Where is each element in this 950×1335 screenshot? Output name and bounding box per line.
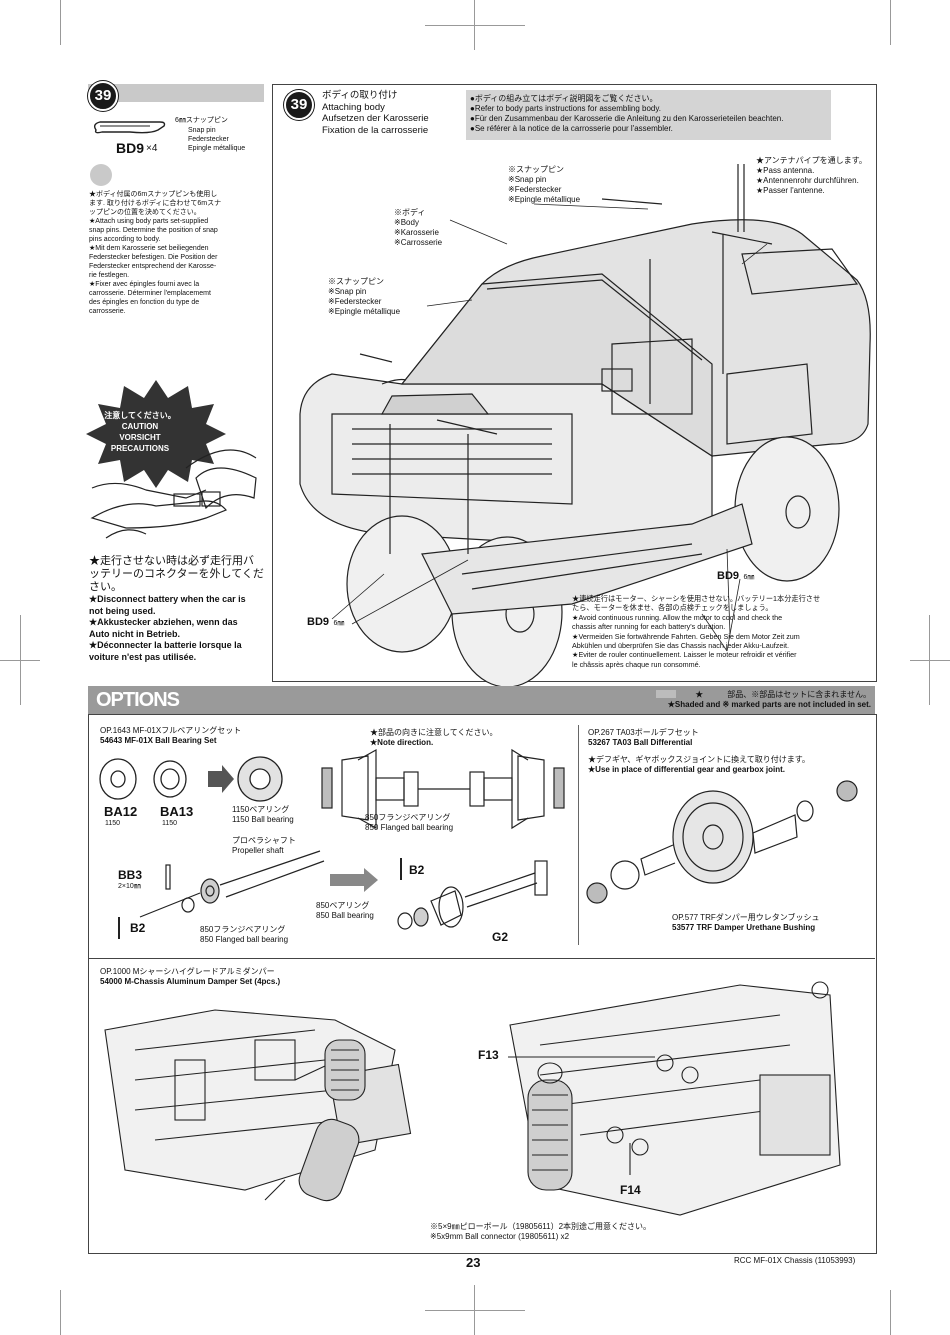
op1000-title: OP.1000 Mシャーシハイグレードアルミダンパー 54000 M-Chass… xyxy=(100,967,281,986)
step-title: ボディの取り付け Attaching body Aufsetzen der Ka… xyxy=(322,90,429,136)
snap-pin-icon xyxy=(93,121,166,134)
reference-box xyxy=(466,90,831,140)
ba12-sub: 1150 xyxy=(105,820,121,827)
options-header-bar xyxy=(88,686,875,714)
step-header-bar xyxy=(88,84,264,102)
differential-bearing-illustration xyxy=(321,748,565,830)
op267-note: ★デフギヤ、ギヤボックスジョイントに換えて取り付けます。 ★Use in pla… xyxy=(588,755,810,774)
shade-swatch xyxy=(656,690,676,698)
b2-right-label: B2 xyxy=(409,863,425,877)
options-title: OPTIONS xyxy=(96,689,180,711)
f14-label: F14 xyxy=(620,1183,641,1197)
snap-pin-left-label: ※スナップピン ※Snap pin ※Federstecker ※Epingle… xyxy=(328,277,401,316)
op267-title: OP.267 TA03ボールデフセット 53267 TA03 Ball Diff… xyxy=(588,728,699,747)
assembly-arrow xyxy=(330,868,378,892)
antenna-note: ★アンテナパイプを通します。 ★Pass antenna. ★Antennenr… xyxy=(756,156,867,195)
bearing1150-label: 1150ベアリング 1150 Ball bearing xyxy=(232,805,294,824)
body-label: ※ボディ ※Body ※Karosserie ※Carrosserie xyxy=(394,208,443,247)
battery-disconnect-note: ★走行させない時は必ず走行用バ ッテリーのコネクターを外してくだ さい。 ★Di… xyxy=(89,555,264,662)
options-frame xyxy=(88,714,877,1254)
snap-pin-label-jp: 6㎜スナップピン xyxy=(175,117,228,124)
op577-label: OP.577 TRFダンパー用ウレタンブッシュ 53577 TRF Damper… xyxy=(672,913,820,932)
propeller-shaft-illustration xyxy=(139,850,325,918)
options-divider-h xyxy=(88,958,875,959)
options-divider-v xyxy=(578,725,579,945)
step-number-badge-main: 39 xyxy=(284,90,314,120)
vehicle-body-illustration xyxy=(299,164,871,688)
reference-note: ●ボディの組み立てはボディ説明図をご覧ください。 ●Refer to body … xyxy=(470,94,784,133)
ba12-label: BA12 xyxy=(104,804,138,819)
page-number: 23 xyxy=(466,1255,481,1270)
f13-label: F13 xyxy=(478,1048,499,1062)
step-number-badge: 39 xyxy=(88,81,118,111)
bb3-size: 2×10㎜ xyxy=(118,883,141,890)
ba13-sub: 1150 xyxy=(162,820,178,827)
continuous-running-note: ★連続走行はモーター、シャーシを使用させない。バッテリー1本分走行させ たら、モ… xyxy=(572,594,821,669)
flanged850b-label: 850フランジベアリング 850 Flanged ball bearing xyxy=(200,925,289,944)
bd9-left-label: BD9 6㎜ xyxy=(307,616,345,628)
part-quantity: ×4 xyxy=(146,143,158,154)
direction-note: ★部品の向きに注意してください。 ★Note direction. xyxy=(370,728,498,747)
body-snap-pin-note: ★ボディ付属の6mスナップピンも使用し ます. 取り付けるボディに合わせて6mス… xyxy=(89,191,222,315)
damper-rear-illustration xyxy=(104,1009,412,1202)
op1643-title: OP.1643 MF-01Xフルベアリングセット 54643 MF-01X Ba… xyxy=(100,726,242,745)
gear-assembly-illustration xyxy=(397,860,548,930)
snap-pin-labels: Snap pin Federstecker Epingle métallique xyxy=(188,127,246,152)
caution-label: 注意してください。 CAUTION VORSICHT PRECAUTIONS xyxy=(104,411,176,453)
g2-label: G2 xyxy=(492,930,509,944)
bearing850-label: 850ベアリング 850 Ball bearing xyxy=(316,901,374,920)
ball-connector-note: ※5×9㎜ピローボール（19805611）2本別途ご用意ください。 ※5x9mm… xyxy=(430,1222,652,1241)
b2-left-box xyxy=(118,917,120,939)
bb3-label: BB3 xyxy=(118,868,143,882)
info-circle xyxy=(90,164,112,186)
propeller-shaft-label: プロペラシャフト Propeller shaft xyxy=(232,836,296,855)
b2-right-box xyxy=(400,858,402,880)
step39-frame xyxy=(272,84,877,682)
part-code-bd9: BD9 xyxy=(116,140,145,156)
flanged850-label: 850フランジベアリング 850 Flanged ball bearing xyxy=(365,813,454,832)
battery-disconnect-illustration xyxy=(86,380,257,539)
ball-differential-illustration xyxy=(586,780,858,904)
manual-title: RCC MF-01X Chassis (11053993) xyxy=(734,1256,856,1265)
snap-pin-top-label: ※スナップピン ※Snap pin ※Federstecker ※Epingle… xyxy=(508,165,581,204)
b2-left-label: B2 xyxy=(130,921,146,935)
ba13-label: BA13 xyxy=(160,804,194,819)
bd9-right-label: BD9 6㎜ xyxy=(717,570,755,582)
options-note: ★ 部品、※部品はセットに含まれません。 ★Shaded and ※ marke… xyxy=(667,690,871,709)
damper-front-illustration xyxy=(508,981,841,1216)
bearing-ring-icons xyxy=(99,756,283,802)
